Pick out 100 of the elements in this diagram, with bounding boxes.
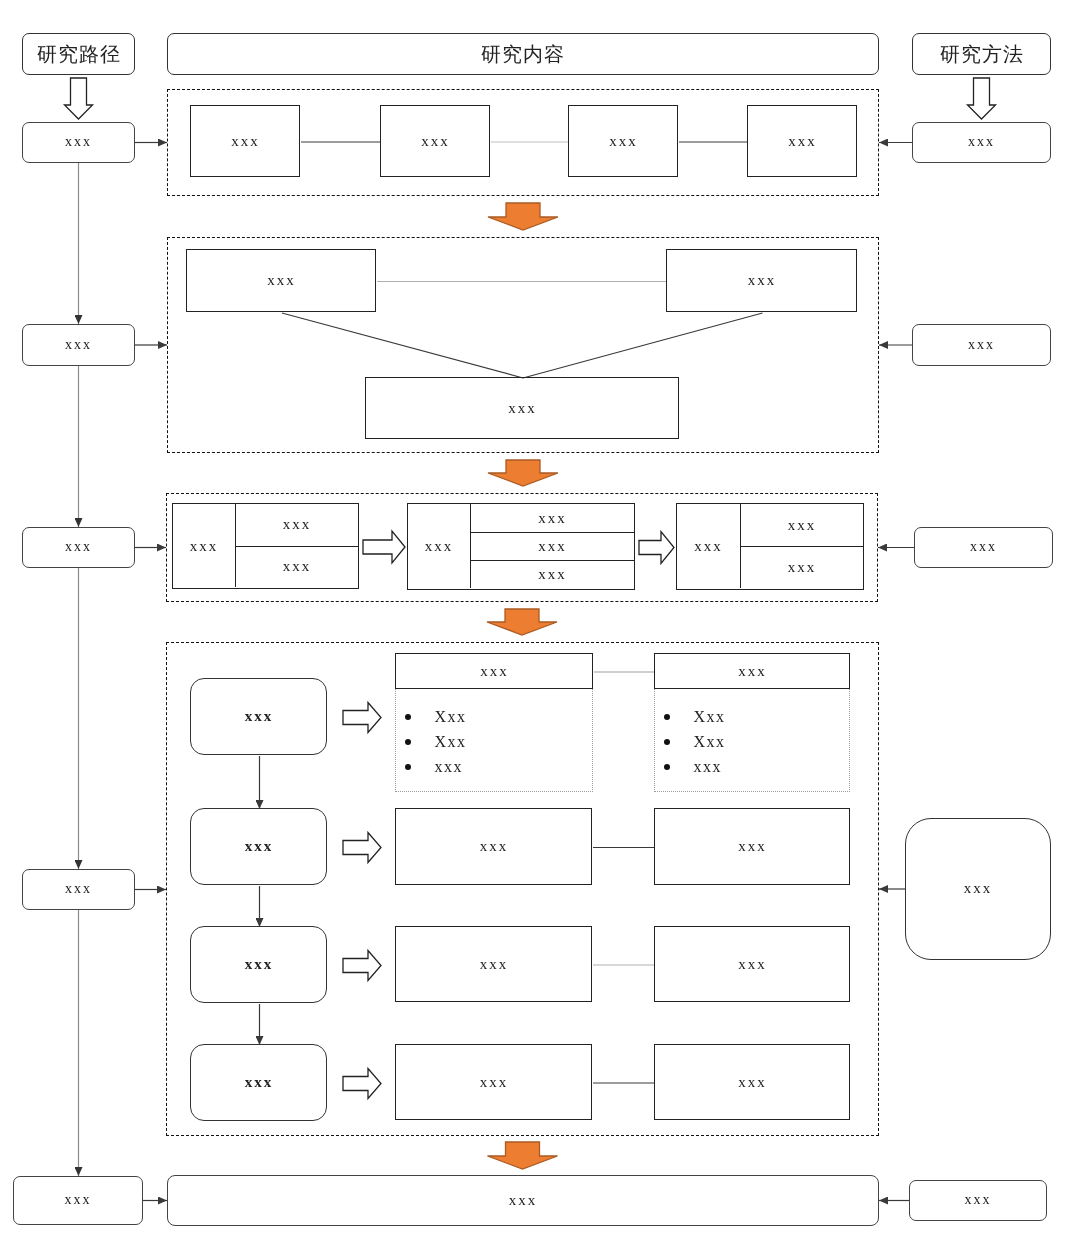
connector-line bbox=[490, 141, 570, 143]
arrow bbox=[255, 755, 264, 810]
dashed-frame bbox=[166, 642, 879, 1136]
process-box bbox=[568, 105, 679, 178]
cell-text: xxx bbox=[538, 509, 567, 527]
node-label: xxx bbox=[508, 399, 537, 417]
block-arrow bbox=[487, 459, 559, 487]
process-box bbox=[380, 105, 491, 178]
step-box bbox=[22, 527, 135, 568]
table bbox=[172, 503, 360, 590]
process-box bbox=[395, 1044, 593, 1121]
node-label: xxx bbox=[609, 132, 638, 150]
cell-text: xxx bbox=[282, 558, 312, 576]
node-label: xxx bbox=[508, 1191, 538, 1210]
list-item-text: Xxx bbox=[693, 708, 726, 727]
heading-text: 研究路径 bbox=[36, 42, 121, 66]
node-label: xxx bbox=[244, 838, 274, 856]
node-label: xxx bbox=[968, 134, 995, 151]
arrow bbox=[255, 885, 264, 928]
arrow bbox=[878, 1196, 910, 1205]
heading-text: 研究内容 bbox=[481, 42, 565, 66]
connector-line bbox=[281, 312, 524, 379]
node-label: xxx bbox=[244, 708, 274, 726]
arrow bbox=[878, 138, 913, 147]
step-box bbox=[13, 1176, 143, 1225]
block-arrow bbox=[487, 202, 559, 231]
header-box bbox=[22, 33, 135, 75]
arrow bbox=[74, 162, 83, 325]
block-arrow bbox=[342, 948, 382, 983]
header-box bbox=[912, 33, 1051, 75]
list-card bbox=[395, 653, 594, 793]
node-label: xxx bbox=[231, 132, 260, 150]
list-item-text: Xxx bbox=[693, 733, 726, 752]
node-label: xxx bbox=[479, 838, 509, 856]
node-label: xxx bbox=[738, 662, 767, 680]
rounded-box bbox=[905, 818, 1051, 960]
process-box bbox=[654, 926, 851, 1003]
block-arrow bbox=[965, 77, 998, 120]
process-box bbox=[654, 808, 851, 886]
node-label: xxx bbox=[421, 132, 450, 150]
node-label: xxx bbox=[963, 880, 993, 898]
cell-text: xxx bbox=[538, 565, 567, 583]
node-label: xxx bbox=[65, 336, 92, 354]
block-arrow bbox=[62, 77, 95, 120]
dashed-frame bbox=[167, 237, 879, 453]
list-card bbox=[654, 653, 851, 793]
block-arrow bbox=[486, 1141, 559, 1170]
connector-line bbox=[592, 964, 656, 966]
arrow bbox=[134, 885, 167, 894]
step-box bbox=[914, 527, 1053, 568]
step-box bbox=[912, 122, 1051, 163]
cell-text: xxx bbox=[787, 558, 817, 577]
process-box bbox=[186, 249, 377, 313]
step-box bbox=[22, 869, 135, 910]
list-item-text: Xxx bbox=[434, 708, 467, 727]
arrow bbox=[134, 543, 167, 552]
connector-line bbox=[522, 312, 764, 379]
cell-text: xxx bbox=[424, 538, 454, 556]
table bbox=[676, 503, 865, 591]
cell-text: xxx bbox=[787, 516, 817, 534]
connector-line bbox=[593, 671, 656, 673]
process-box bbox=[190, 105, 301, 178]
node-label: xxx bbox=[244, 956, 274, 974]
node-label: xxx bbox=[738, 838, 767, 856]
connector-line bbox=[678, 141, 749, 143]
heading-text: 研究方法 bbox=[939, 42, 1024, 66]
connector-line bbox=[592, 1082, 656, 1084]
connector-line bbox=[376, 280, 668, 283]
block-arrow bbox=[342, 830, 382, 865]
rounded-box bbox=[190, 1044, 328, 1122]
connector-line bbox=[592, 846, 656, 849]
cell-text: xxx bbox=[282, 516, 312, 534]
cell-text: xxx bbox=[189, 537, 219, 555]
process-box bbox=[365, 377, 680, 440]
node-label: xxx bbox=[479, 1073, 509, 1091]
process-box bbox=[395, 808, 593, 886]
arrow bbox=[877, 543, 915, 552]
node-label: xxx bbox=[65, 881, 92, 898]
step-box bbox=[22, 122, 135, 163]
list-item-text: xxx bbox=[434, 758, 463, 777]
process-box bbox=[654, 1044, 851, 1121]
rounded-box bbox=[190, 926, 328, 1004]
block-arrow bbox=[638, 529, 675, 566]
node-label: xxx bbox=[747, 272, 777, 290]
node-label: xxx bbox=[65, 134, 92, 151]
cell-text: xxx bbox=[694, 538, 723, 556]
node-label: xxx bbox=[267, 272, 296, 290]
arrow bbox=[134, 341, 168, 349]
node-label: xxx bbox=[64, 1192, 92, 1209]
node-label: xxx bbox=[480, 662, 509, 680]
arrow bbox=[74, 365, 83, 528]
result-box bbox=[167, 1175, 879, 1226]
rounded-box bbox=[190, 808, 328, 886]
connector-line bbox=[300, 141, 382, 143]
arrow bbox=[878, 341, 913, 349]
list-item-text: xxx bbox=[693, 758, 722, 777]
node-label: xxx bbox=[970, 539, 997, 556]
arrow bbox=[878, 885, 906, 893]
process-box bbox=[747, 105, 858, 178]
block-arrow bbox=[342, 1066, 382, 1101]
